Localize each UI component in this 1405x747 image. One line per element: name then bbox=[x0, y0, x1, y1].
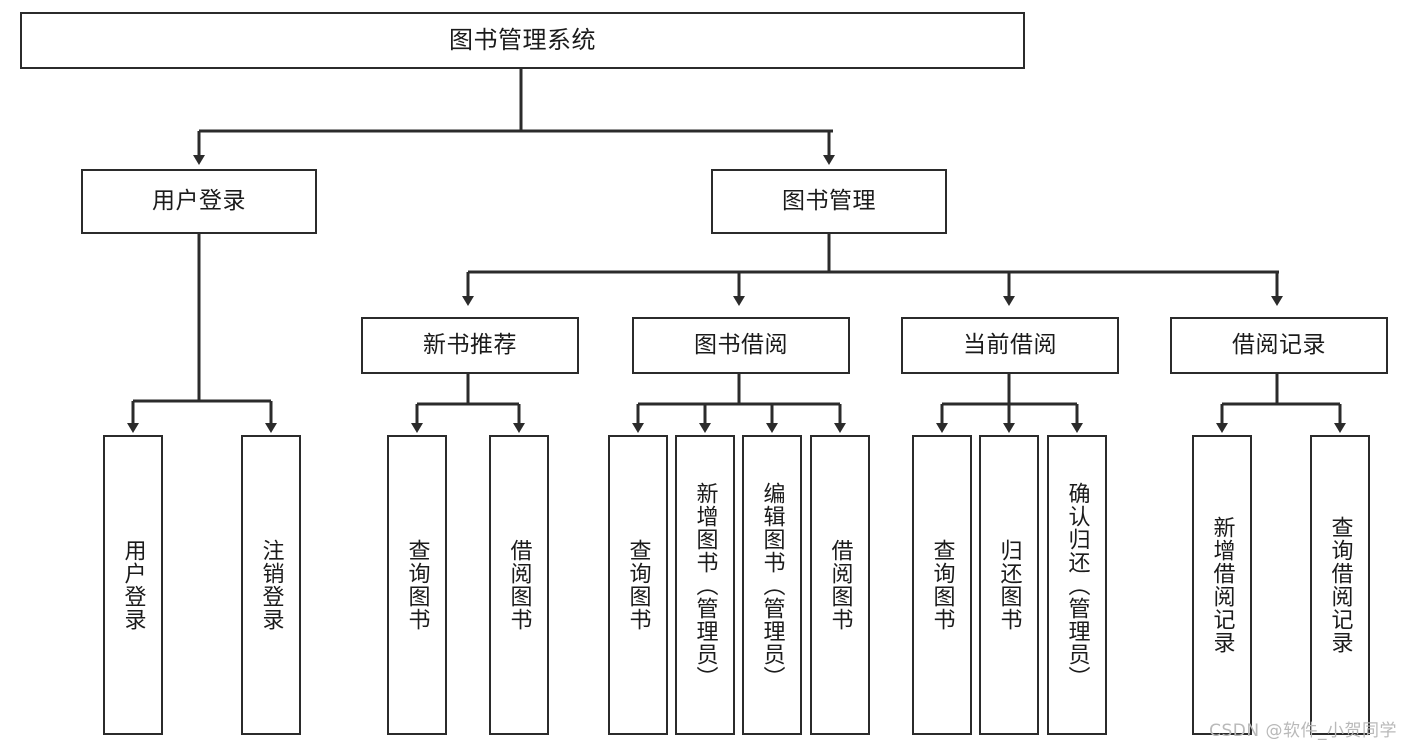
watermark-text: CSDN @软件_小贺同学 bbox=[1209, 721, 1397, 741]
leaf-book-borrow-edit[interactable]: 编辑图书（管理员） bbox=[742, 435, 802, 735]
node-book-manage[interactable]: 图书管理 bbox=[711, 169, 947, 234]
leaf-book-borrow-query[interactable]: 查询图书 bbox=[608, 435, 668, 735]
leaf-current-borrow-query[interactable]: 查询图书 bbox=[912, 435, 972, 735]
leaf-new-book-query[interactable]: 查询图书 bbox=[387, 435, 447, 735]
node-current-borrow[interactable]: 当前借阅 bbox=[901, 317, 1119, 374]
node-borrow-record[interactable]: 借阅记录 bbox=[1170, 317, 1388, 374]
leaf-book-borrow-lend[interactable]: 借阅图书 bbox=[810, 435, 870, 735]
leaf-book-borrow-add[interactable]: 新增图书（管理员） bbox=[675, 435, 735, 735]
leaf-user-login-signin[interactable]: 用户登录 bbox=[103, 435, 163, 735]
leaf-current-borrow-confirm-return[interactable]: 确认归还（管理员） bbox=[1047, 435, 1107, 735]
node-new-book-recommend[interactable]: 新书推荐 bbox=[361, 317, 579, 374]
node-root-system[interactable]: 图书管理系统 bbox=[20, 12, 1025, 69]
node-user-login[interactable]: 用户登录 bbox=[81, 169, 317, 234]
node-book-borrow[interactable]: 图书借阅 bbox=[632, 317, 850, 374]
leaf-current-borrow-return[interactable]: 归还图书 bbox=[979, 435, 1039, 735]
leaf-borrow-record-add[interactable]: 新增借阅记录 bbox=[1192, 435, 1252, 735]
leaf-borrow-record-query[interactable]: 查询借阅记录 bbox=[1310, 435, 1370, 735]
leaf-user-login-signout[interactable]: 注销登录 bbox=[241, 435, 301, 735]
leaf-new-book-borrow[interactable]: 借阅图书 bbox=[489, 435, 549, 735]
